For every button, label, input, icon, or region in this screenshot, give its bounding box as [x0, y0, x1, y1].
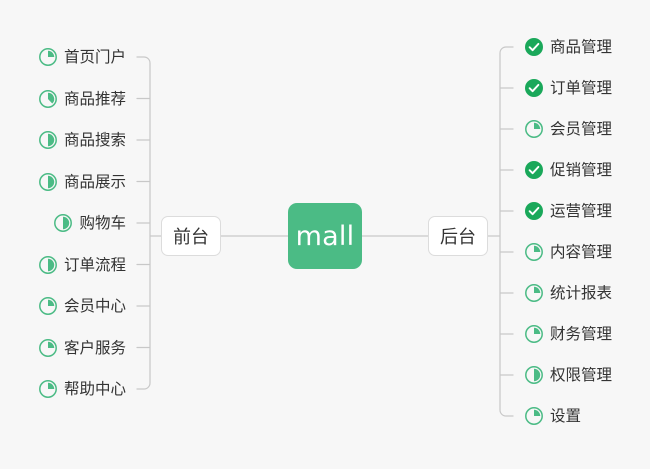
leaf-node-label: 首页门户: [63, 48, 126, 66]
leaf-node-label: 财务管理: [550, 325, 613, 343]
leaf-node-left-5[interactable]: 购物车: [53, 210, 126, 236]
leaf-node-right-8[interactable]: 财务管理: [524, 321, 612, 347]
leaf-node-label: 会员管理: [550, 120, 613, 138]
leaf-node-right-10[interactable]: 设置: [524, 403, 581, 429]
leaf-node-label: 权限管理: [550, 366, 613, 384]
leaf-node-label: 商品管理: [550, 38, 613, 56]
progress-pie-icon: [525, 243, 543, 261]
progress-pie-icon: [525, 407, 543, 425]
check-circle-icon: [525, 79, 543, 97]
leaf-node-left-4[interactable]: 商品展示: [38, 169, 126, 195]
leaf-node-right-5[interactable]: 运营管理: [524, 198, 612, 224]
root-node-label: mall: [295, 220, 355, 252]
leaf-node-right-2[interactable]: 订单管理: [524, 75, 612, 101]
leaf-node-left-7[interactable]: 会员中心: [38, 293, 126, 319]
leaf-node-label: 订单管理: [550, 79, 613, 97]
progress-pie-icon: [39, 297, 57, 315]
progress-pie-icon: [54, 214, 73, 232]
progress-pie-icon: [39, 131, 57, 149]
leaf-node-left-1[interactable]: 首页门户: [38, 44, 126, 70]
root-node-mall[interactable]: mall: [288, 203, 362, 269]
leaf-node-right-6[interactable]: 内容管理: [524, 239, 612, 265]
branch-node-label-frontend: 前台: [173, 227, 209, 248]
leaf-node-label: 订单流程: [63, 255, 126, 274]
leaf-node-label: 客户服务: [63, 338, 126, 357]
branch-node-frontend[interactable]: 前台: [161, 216, 221, 256]
check-circle-icon: [525, 38, 543, 56]
progress-pie-icon: [39, 48, 57, 66]
leaf-node-label: 统计报表: [550, 284, 613, 302]
leaf-node-label: 促销管理: [550, 161, 613, 179]
leaf-node-label: 会员中心: [63, 297, 126, 315]
check-circle-icon: [525, 202, 543, 220]
leaf-node-right-9[interactable]: 权限管理: [524, 362, 612, 388]
leaf-node-left-6[interactable]: 订单流程: [38, 252, 126, 278]
progress-pie-icon: [39, 172, 57, 191]
leaf-node-label: 帮助中心: [63, 380, 126, 398]
leaf-node-label: 商品搜索: [63, 131, 126, 149]
leaf-node-right-1[interactable]: 商品管理: [524, 34, 612, 60]
leaf-node-label: 购物车: [79, 214, 126, 232]
progress-pie-icon: [525, 366, 543, 384]
check-circle-icon: [525, 161, 543, 179]
leaf-node-label: 设置: [550, 407, 582, 425]
branch-node-backend[interactable]: 后台: [428, 216, 488, 256]
leaf-node-label: 商品推荐: [63, 89, 126, 108]
leaf-node-label: 内容管理: [550, 243, 613, 261]
leaf-node-right-7[interactable]: 统计报表: [524, 280, 612, 306]
leaf-node-right-4[interactable]: 促销管理: [524, 157, 612, 183]
progress-pie-icon: [525, 284, 543, 302]
leaf-node-left-3[interactable]: 商品搜索: [38, 127, 126, 153]
progress-pie-icon: [39, 255, 57, 274]
leaf-node-left-2[interactable]: 商品推荐: [38, 86, 126, 112]
leaf-node-label: 运营管理: [550, 202, 613, 220]
leaf-node-left-8[interactable]: 客户服务: [38, 335, 126, 361]
leaf-node-label: 商品展示: [63, 172, 126, 191]
progress-pie-icon: [39, 338, 57, 357]
leaf-node-right-3[interactable]: 会员管理: [524, 116, 612, 142]
leaf-node-left-9[interactable]: 帮助中心: [38, 376, 126, 402]
progress-pie-icon: [39, 380, 57, 398]
progress-pie-icon: [525, 325, 543, 343]
progress-pie-icon: [39, 89, 57, 108]
branch-node-label-backend: 后台: [440, 227, 476, 248]
progress-pie-icon: [525, 120, 543, 138]
